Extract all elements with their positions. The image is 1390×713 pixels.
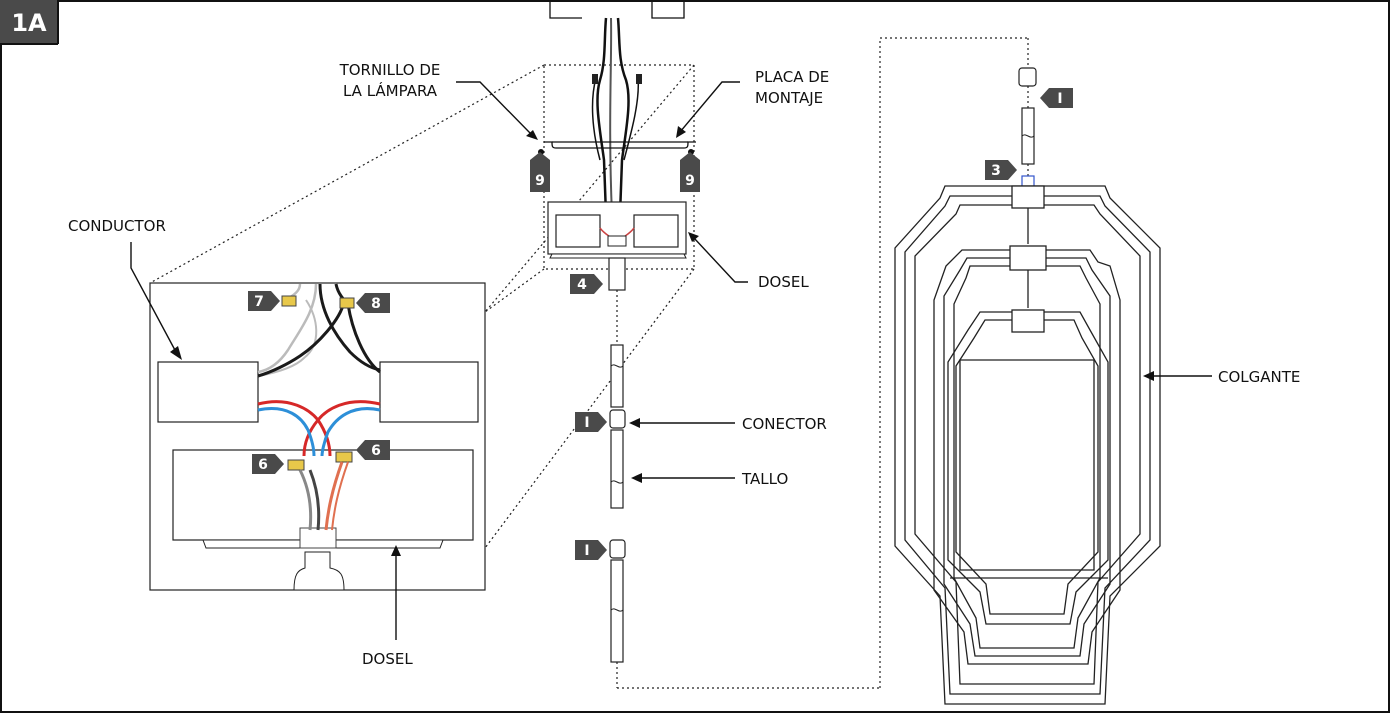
svg-text:4: 4 <box>577 277 587 293</box>
label-conector: CONECTOR <box>742 415 827 433</box>
svg-text:I: I <box>1057 91 1062 107</box>
mounting-plate <box>544 141 696 149</box>
tag-8: 8 <box>356 293 390 313</box>
svg-text:9: 9 <box>685 173 695 189</box>
figure-id: 1A <box>11 9 47 37</box>
tag-1-middle: I <box>575 412 607 432</box>
ceiling-bracket <box>549 2 685 19</box>
svg-text:9: 9 <box>535 173 545 189</box>
label-tornillo-line1: TORNILLO DE <box>339 61 441 79</box>
svg-text:6: 6 <box>371 443 381 459</box>
label-dosel-bottom: DOSEL <box>362 650 413 668</box>
svg-text:6: 6 <box>258 457 268 473</box>
svg-text:I: I <box>584 543 589 559</box>
svg-text:I: I <box>584 415 589 431</box>
canopy-small <box>547 201 687 291</box>
label-tallo: TALLO <box>741 470 788 488</box>
supply-wires <box>591 17 642 216</box>
inset-canopy <box>172 449 474 541</box>
figure-id-badge <box>0 0 58 44</box>
tag-3: 3 <box>985 160 1017 180</box>
label-placa-line2: MONTAJE <box>755 89 823 107</box>
tag-1-bottom: I <box>575 540 607 560</box>
stem-assembly <box>609 37 1029 689</box>
svg-text:7: 7 <box>254 294 264 310</box>
tag-1-top: I <box>1040 88 1073 108</box>
label-colgante: COLGANTE <box>1218 368 1300 386</box>
wiring-inset <box>149 282 486 591</box>
tag-6-left: 6 <box>252 454 284 474</box>
svg-text:8: 8 <box>371 296 381 312</box>
tag-6-right: 6 <box>356 440 390 460</box>
tag-4: 4 <box>570 274 603 294</box>
label-tornillo-line2: LA LÁMPARA <box>343 81 438 100</box>
callout-lines <box>130 81 1212 640</box>
tag-9-left: 9 <box>530 152 550 192</box>
tag-9-right: 9 <box>680 152 700 192</box>
inset-driver-left <box>157 361 259 423</box>
inset-driver-right <box>379 361 479 423</box>
tag-7: 7 <box>248 291 280 311</box>
svg-text:3: 3 <box>991 163 1001 179</box>
pendant-cage <box>894 185 1161 705</box>
label-placa-line1: PLACA DE <box>755 68 829 86</box>
pendant-top-hardware <box>1018 67 1037 189</box>
connector-1 <box>609 409 626 429</box>
connector-2 <box>609 539 626 559</box>
label-dosel-top: DOSEL <box>758 273 809 291</box>
label-conductor: CONDUCTOR <box>68 217 166 235</box>
